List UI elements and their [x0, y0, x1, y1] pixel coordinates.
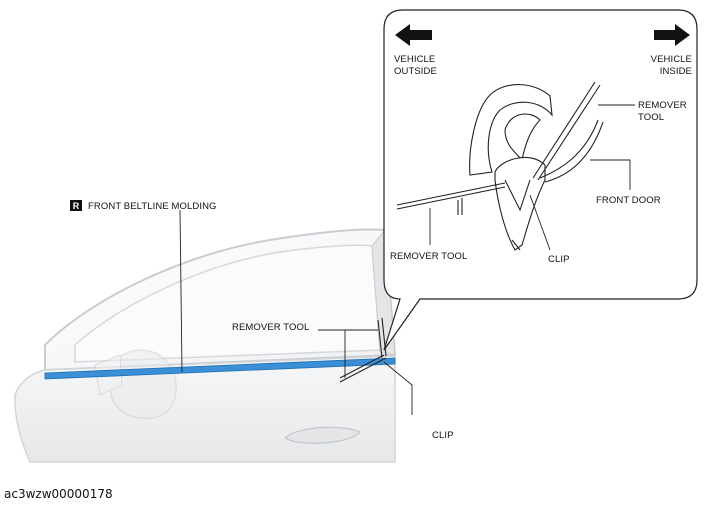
front-door-label: FRONT DOOR: [596, 195, 661, 206]
vehicle-outside-label-1: VEHICLE: [394, 54, 435, 65]
front-door-illustration: [14, 228, 397, 463]
leader-lines-main: [179, 209, 413, 415]
front-beltline-molding: [44, 357, 396, 380]
door-handle: [283, 426, 361, 444]
r-badge-text: R: [73, 201, 80, 211]
front-beltline-molding-label: FRONT BELTLINE MOLDING: [88, 201, 217, 212]
remover-tool-detail-label-2: TOOL: [638, 112, 664, 123]
door-window-inner: [74, 244, 381, 363]
clip-label-main: CLIP: [432, 430, 454, 441]
arrow-left-icon: [395, 24, 432, 46]
remover-tool-detail-left: [396, 182, 506, 215]
b-pillar: [371, 228, 396, 356]
r-badge-box: [70, 200, 82, 211]
vehicle-inside-label-1: VEHICLE: [651, 54, 692, 65]
vehicle-inside-label-2: INSIDE: [660, 66, 692, 77]
door-flange-detail: [539, 119, 604, 183]
leader-lines-detail: [429, 104, 635, 251]
remover-tool-detail-left-label: REMOVER TOOL: [390, 251, 467, 262]
remover-tool-detail-label-1: REMOVER: [638, 100, 687, 111]
vehicle-outside-label-2: OUTSIDE: [394, 66, 437, 77]
arrow-right-icon: [654, 24, 690, 46]
clip-detail-label: CLIP: [548, 254, 570, 265]
figure-id-caption: ac3wzw00000178: [4, 487, 113, 501]
clip-cross-section: [469, 84, 553, 251]
remover-tool-detail-top: [532, 81, 601, 181]
remover-tool-main: [339, 317, 387, 383]
remover-tool-label-main: REMOVER TOOL: [232, 322, 309, 333]
